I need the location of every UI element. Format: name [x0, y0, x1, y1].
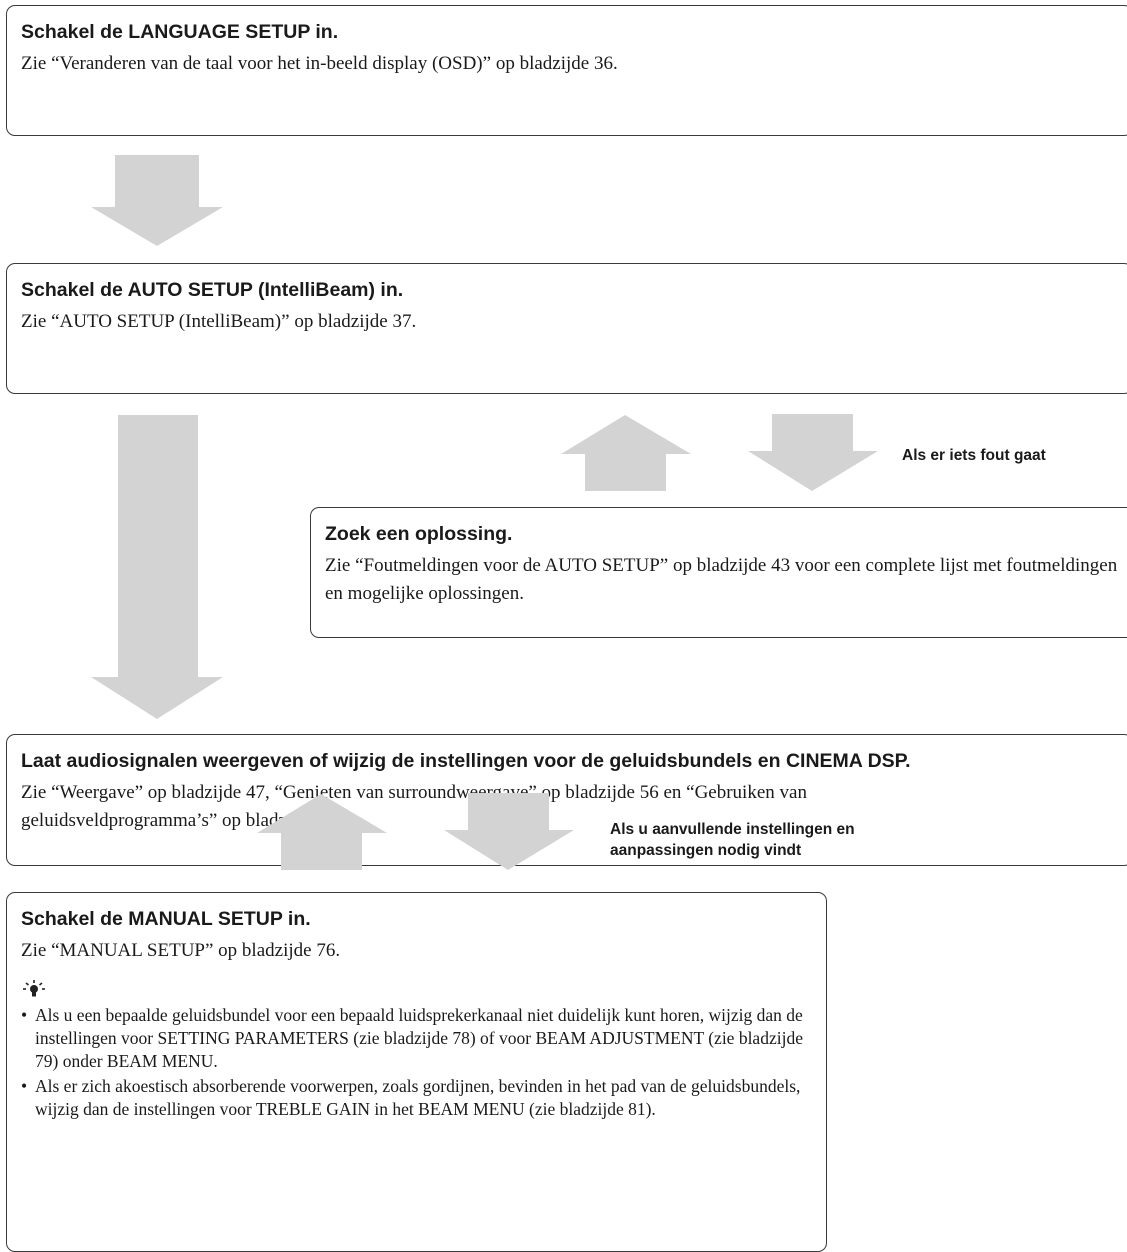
step-manual-setup: Schakel de MANUAL SETUP in. Zie “MANUAL …: [6, 892, 827, 1252]
step-language-setup: Schakel de LANGUAGE SETUP in. Zie “Veran…: [6, 5, 1127, 136]
down-arrow-icon: [91, 155, 223, 246]
lightbulb-icon: [21, 979, 826, 1002]
step-title: Schakel de AUTO SETUP (IntelliBeam) in.: [21, 279, 404, 301]
step-text: Zie “MANUAL SETUP” op bladzijde 76.: [21, 940, 341, 961]
step-text: Zie “Veranderen van de taal voor het in-…: [21, 53, 618, 74]
up-arrow-icon: [257, 794, 387, 870]
error-label: Als er iets fout gaat: [902, 447, 1046, 464]
manual-label: Als u aanvullende instellingen en aanpas…: [610, 821, 855, 859]
step-title: Laat audiosignalen weergeven of wijzig d…: [21, 750, 911, 772]
tips-list: Als u een bepaalde geluidsbundel voor ee…: [21, 1004, 811, 1121]
step-title: Zoek een oplossing.: [325, 523, 513, 545]
step-title: Schakel de MANUAL SETUP in.: [21, 908, 311, 930]
down-arrow-icon: [444, 793, 574, 870]
step-find-solution: Zoek een oplossing. Zie “Foutmeldingen v…: [310, 507, 1127, 638]
step-text: Zie “Foutmeldingen voor de AUTO SETUP” o…: [325, 555, 1118, 604]
list-item: Als u een bepaalde geluidsbundel voor ee…: [21, 1004, 811, 1073]
step-title: Schakel de LANGUAGE SETUP in.: [21, 21, 339, 43]
step-text: Zie “AUTO SETUP (IntelliBeam)” op bladzi…: [21, 311, 417, 332]
down-arrow-icon: [91, 415, 223, 719]
up-arrow-icon: [561, 415, 691, 491]
list-item: Als er zich akoestisch absorberende voor…: [21, 1075, 811, 1121]
down-arrow-icon: [748, 414, 878, 491]
step-auto-setup: Schakel de AUTO SETUP (IntelliBeam) in. …: [6, 263, 1127, 394]
step-text: Zie “Weergave” op bladzijde 47, “Geniete…: [21, 782, 807, 831]
step-playback: Laat audiosignalen weergeven of wijzig d…: [6, 734, 1127, 866]
